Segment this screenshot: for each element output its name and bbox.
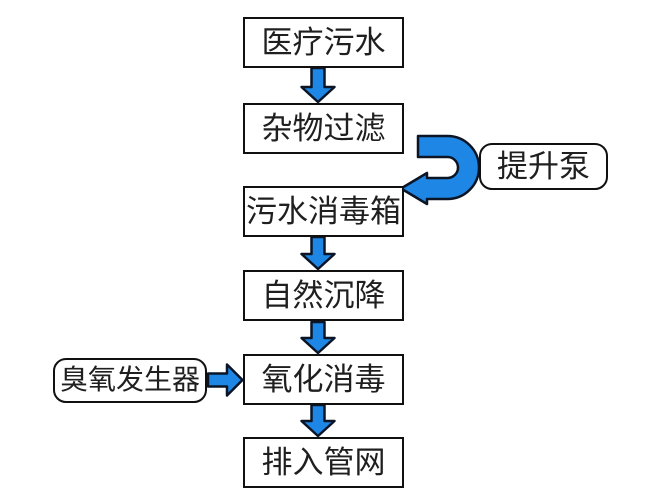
block-arrow-down-1	[300, 66, 336, 104]
u-turn-arrow	[399, 134, 481, 206]
block-arrow-down-2	[300, 235, 336, 271]
node-discharge-to-pipe-network: 排入管网	[243, 437, 404, 488]
node-lift-pump: 提升泵	[479, 143, 608, 190]
node-debris-filtering: 杂物过滤	[243, 103, 404, 154]
node-label: 医疗污水	[261, 25, 386, 60]
block-arrow-right	[206, 363, 244, 397]
node-medical-wastewater: 医疗污水	[243, 17, 404, 68]
node-label: 排入管网	[261, 445, 386, 480]
node-oxidation-disinfection: 氧化消毒	[243, 354, 404, 405]
node-sewage-disinfection-tank: 污水消毒箱	[243, 186, 404, 237]
block-arrow-down-3	[300, 320, 336, 355]
node-label: 臭氧发生器	[59, 364, 200, 396]
node-label: 污水消毒箱	[246, 194, 401, 229]
node-ozone-generator: 臭氧发生器	[53, 358, 207, 403]
block-arrow-down-4	[300, 403, 336, 438]
node-label: 杂物过滤	[261, 111, 386, 146]
node-label: 氧化消毒	[261, 362, 386, 397]
node-natural-settling: 自然沉降	[243, 270, 404, 321]
node-label: 自然沉降	[261, 278, 386, 313]
node-label: 提升泵	[497, 149, 590, 184]
